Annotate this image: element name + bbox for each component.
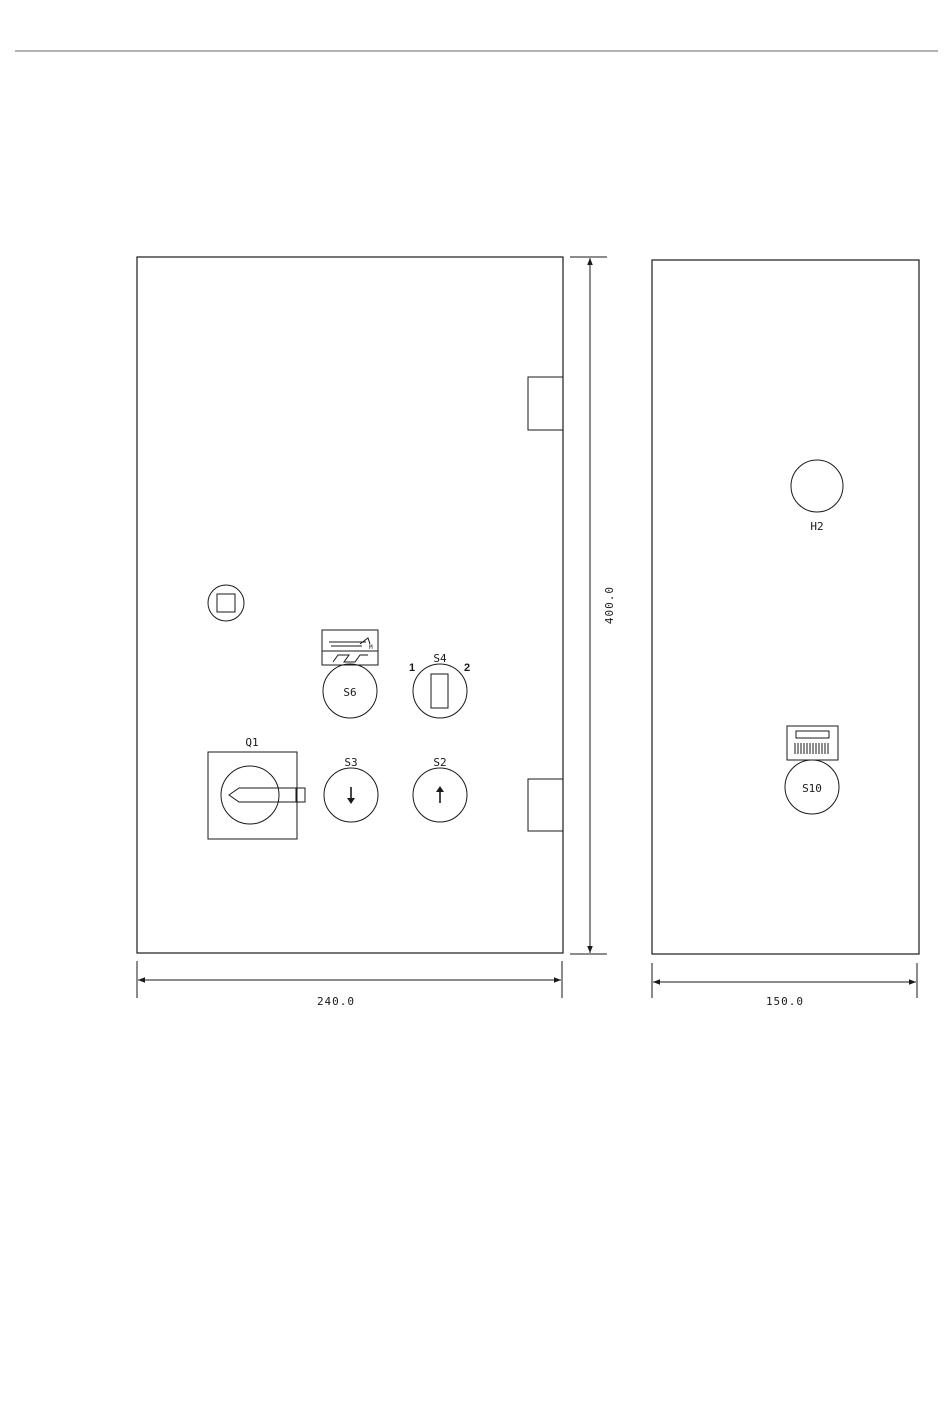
s2-label: S2 <box>433 756 446 769</box>
q1-main-switch: Q1 <box>208 736 305 839</box>
front-height-value: 400.0 <box>603 586 616 624</box>
h2-indicator-lamp: H2 <box>791 460 843 533</box>
display-symbol-icon <box>795 731 829 754</box>
s3-button: S3 <box>324 756 378 822</box>
s2-button: S2 <box>413 756 467 822</box>
s6-button: M S6 <box>322 630 378 718</box>
s3-label: S3 <box>344 756 357 769</box>
upper-hinge <box>528 377 563 430</box>
mode-symbol-icon: M <box>329 638 373 662</box>
side-width-dimension: 150.0 <box>652 963 917 1008</box>
side-enclosure <box>652 260 919 954</box>
s4-position-1: 1 <box>409 662 415 674</box>
key-slot-icon <box>431 674 448 708</box>
h2-label: H2 <box>810 520 823 533</box>
rotary-handle-icon <box>229 788 305 802</box>
s10-button: S10 <box>785 726 839 814</box>
arrow-down-icon <box>347 787 355 804</box>
s10-label: S10 <box>802 782 822 795</box>
front-height-dimension: 400.0 <box>570 257 616 954</box>
front-width-dimension: 240.0 <box>137 961 562 1008</box>
side-width-value: 150.0 <box>766 995 804 1008</box>
lower-hinge <box>528 779 563 831</box>
q1-label: Q1 <box>245 736 258 749</box>
s4-selector: S4 1 2 <box>409 652 470 718</box>
front-view: M S6 S4 1 2 Q1 S3 <box>137 257 616 1008</box>
svg-text:M: M <box>369 644 373 651</box>
s4-position-2: 2 <box>464 662 470 674</box>
arrow-up-icon <box>436 786 444 803</box>
square-indicator <box>208 585 244 621</box>
s6-label: S6 <box>343 686 356 699</box>
side-view: H2 S10 150.0 <box>652 260 919 1008</box>
front-enclosure <box>137 257 563 953</box>
front-width-value: 240.0 <box>317 995 355 1008</box>
s4-label: S4 <box>433 652 447 665</box>
